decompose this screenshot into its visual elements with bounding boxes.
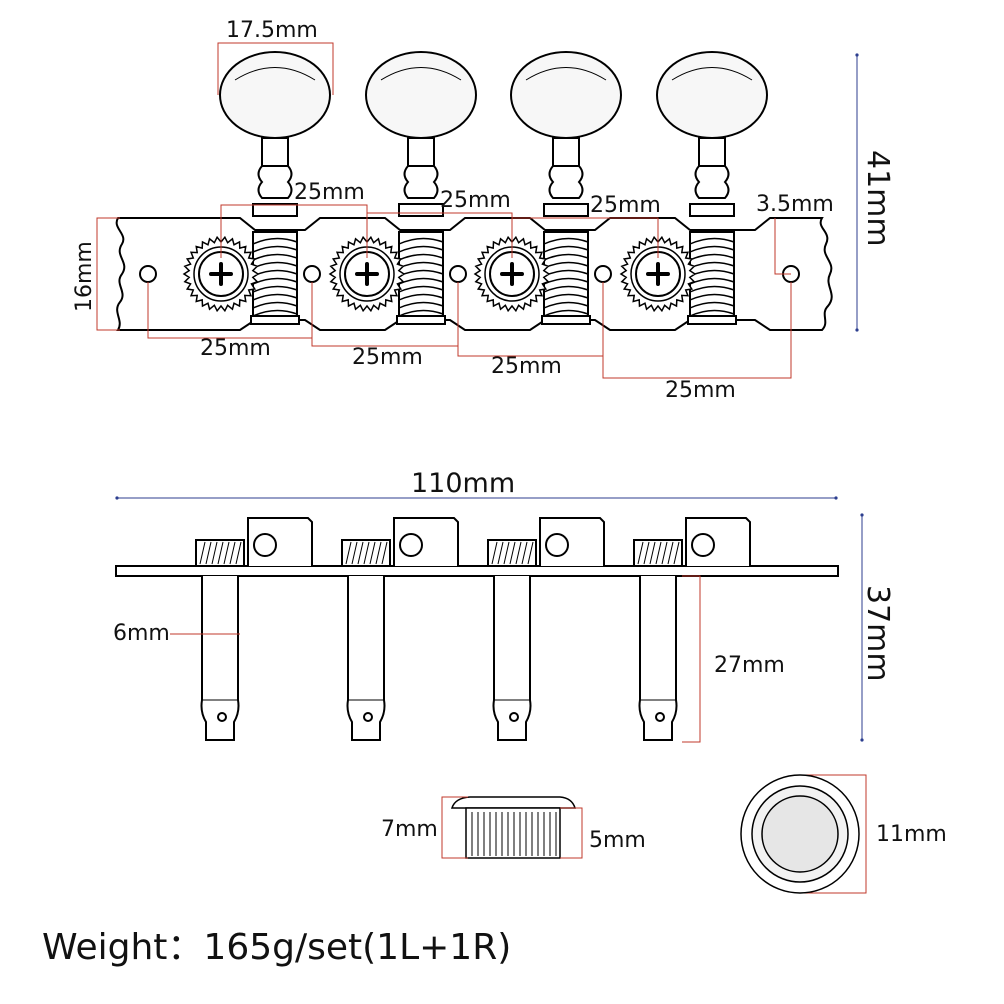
total-length-label: 110mm bbox=[411, 468, 516, 499]
screw bbox=[355, 262, 379, 286]
side-key bbox=[487, 517, 605, 741]
post-length-label: 27mm bbox=[714, 653, 785, 678]
tuner-key bbox=[473, 51, 622, 325]
bushing-dimensions bbox=[441, 774, 867, 894]
hole-diameter-label: 3.5mm bbox=[756, 192, 834, 217]
tuner-key bbox=[328, 51, 477, 325]
side-dimensions bbox=[170, 575, 701, 743]
bushing-height-label: 7mm bbox=[381, 817, 438, 842]
side-key bbox=[633, 517, 751, 741]
hole-spacing-label-4: 25mm bbox=[665, 378, 736, 403]
side-key bbox=[341, 517, 459, 741]
post-diameter-label: 6mm bbox=[113, 621, 170, 646]
tuner-button bbox=[656, 51, 768, 139]
tuner-key bbox=[182, 51, 331, 325]
hole-spacing-label-3: 25mm bbox=[491, 354, 562, 379]
gear-spacing-label-2: 25mm bbox=[440, 188, 511, 213]
side-plate bbox=[115, 565, 839, 577]
tuner-neck bbox=[698, 137, 726, 167]
tuner-button bbox=[510, 51, 622, 139]
screw bbox=[646, 262, 670, 286]
weight-text: Weight：165g/set(1L+1R) bbox=[42, 927, 512, 968]
total-height-41-label: 41mm bbox=[860, 150, 895, 247]
top-dimensions bbox=[96, 42, 792, 379]
tuner-key bbox=[619, 51, 768, 325]
tuner-button bbox=[365, 51, 477, 139]
bushing-top bbox=[740, 774, 860, 894]
tuner-neck bbox=[261, 137, 289, 167]
tuner-button bbox=[219, 51, 331, 139]
bushing-inner-height-label: 5mm bbox=[589, 828, 646, 853]
hole-spacing-label-1: 25mm bbox=[200, 336, 271, 361]
side-view bbox=[115, 565, 839, 577]
hole-spacing-label-2: 25mm bbox=[352, 345, 423, 370]
bushing-diameter-label: 11mm bbox=[876, 822, 947, 847]
plate-height-label: 16mm bbox=[72, 241, 97, 312]
button-width-label: 17.5mm bbox=[226, 18, 318, 43]
tuner-neck bbox=[552, 137, 580, 167]
screw bbox=[209, 262, 233, 286]
side-key bbox=[195, 517, 313, 741]
screw bbox=[500, 262, 524, 286]
total-height-37-label: 37mm bbox=[860, 585, 895, 682]
gear-spacing-label-3: 25mm bbox=[590, 193, 661, 218]
gear-spacing-label-1: 25mm bbox=[294, 180, 365, 205]
tuner-neck bbox=[407, 137, 435, 167]
